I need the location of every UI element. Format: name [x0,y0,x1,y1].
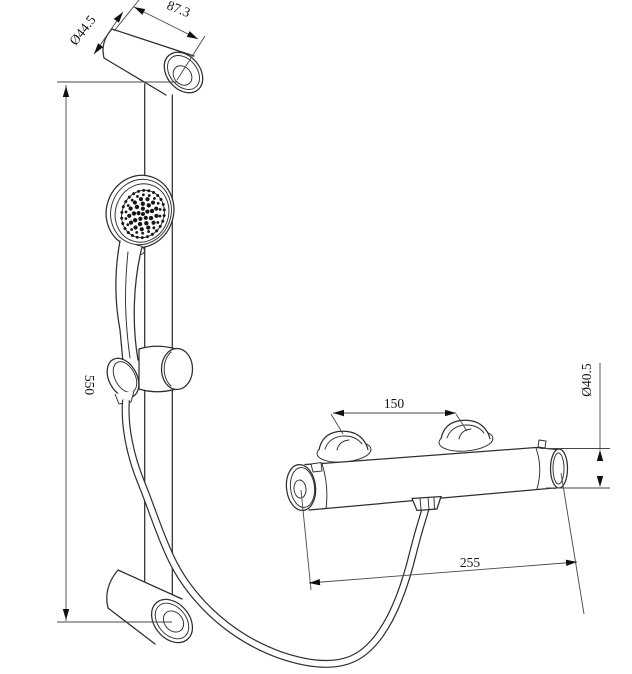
wall-mount-right [438,419,494,452]
shower-hose [121,399,431,668]
dimension-valve-length: 255 [300,472,585,615]
dimensions: 550 87.3 Ø44.5 150 [57,0,610,623]
valve-right-cap [535,439,569,490]
dim-label-87-3: 87.3 [165,0,193,20]
shower-handle [115,240,143,363]
spray-nozzles [120,188,166,240]
hose-nut [411,495,442,512]
wall-mount-left [316,430,372,463]
dim-label-150: 150 [384,396,405,411]
hand-shower-head [105,174,175,256]
dim-label-255: 255 [460,555,481,570]
valve-left-cap [285,461,328,512]
slider-holder [106,345,194,405]
bottom-wall-bracket [106,569,194,645]
dimension-bar-length: 550 [57,81,178,623]
lock-knob [160,347,194,391]
dimension-valve-diameter: Ø40.5 [541,363,610,489]
safety-button [310,461,323,473]
thermostatic-mixer-valve [285,419,569,512]
dim-label-44-5: Ø44.5 [66,12,99,48]
top-wall-bracket [102,28,204,96]
dim-label-40-5: Ø40.5 [579,363,594,397]
dimension-mount-spacing: 150 [330,396,468,435]
dim-label-550: 550 [82,375,97,396]
diverter-nub [537,439,547,449]
